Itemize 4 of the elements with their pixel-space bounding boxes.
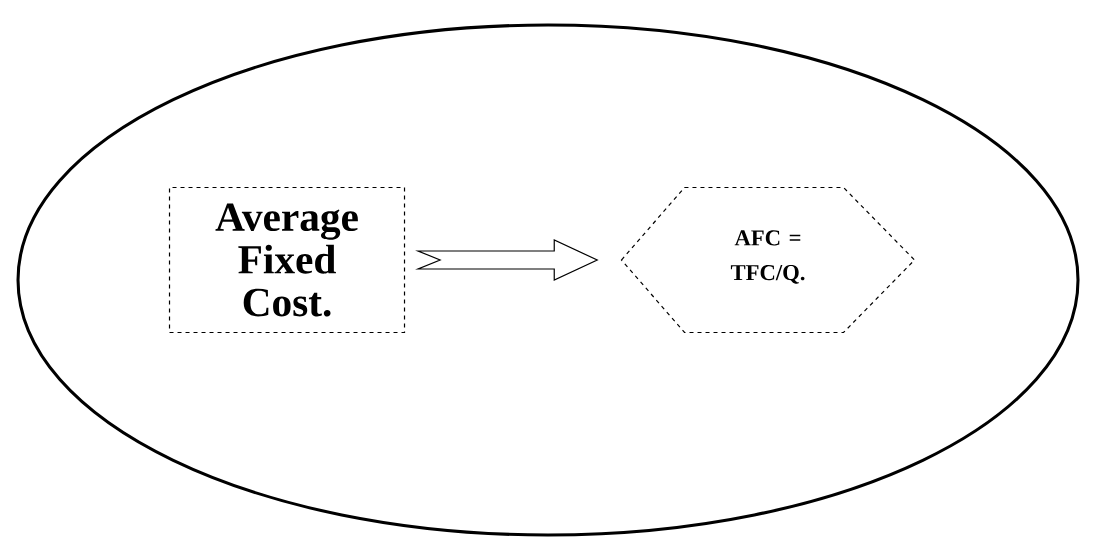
ellipse-outline [16,23,1080,537]
hexagon: AFC = TFC/Q. [620,186,916,334]
block-arrow [415,239,599,281]
dashed-box: Average Fixed Cost. [168,186,406,334]
